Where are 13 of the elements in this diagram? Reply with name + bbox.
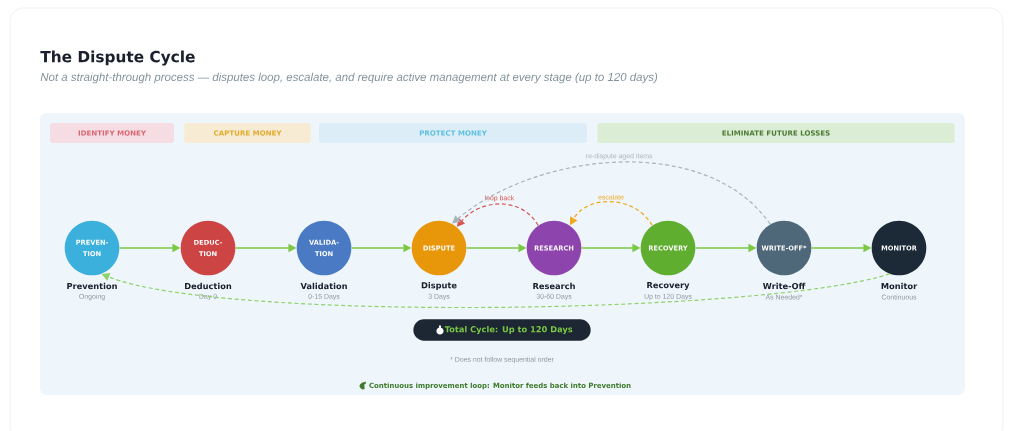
title: The Dispute Cycle [40,50,195,66]
stage-name: Research [533,282,575,290]
stage-name: Monitor [881,282,918,290]
subtitle: Not a straight-through process — disputes loop, escalate, and require active management at every stage (up to 120 days) [40,72,658,84]
stage-name: Prevention [67,282,117,290]
stage-name: Validation [300,282,347,290]
stage-name: Write-Off [762,282,806,290]
stage-name: Deduction [185,282,232,290]
loop-arrow [452,161,771,225]
stage-name: Dispute [421,282,457,290]
stage-name: Recovery [647,282,690,290]
total-cycle-pill: Total Cycle: Up to 120 Days [413,319,591,341]
loop-arrow [569,201,653,226]
